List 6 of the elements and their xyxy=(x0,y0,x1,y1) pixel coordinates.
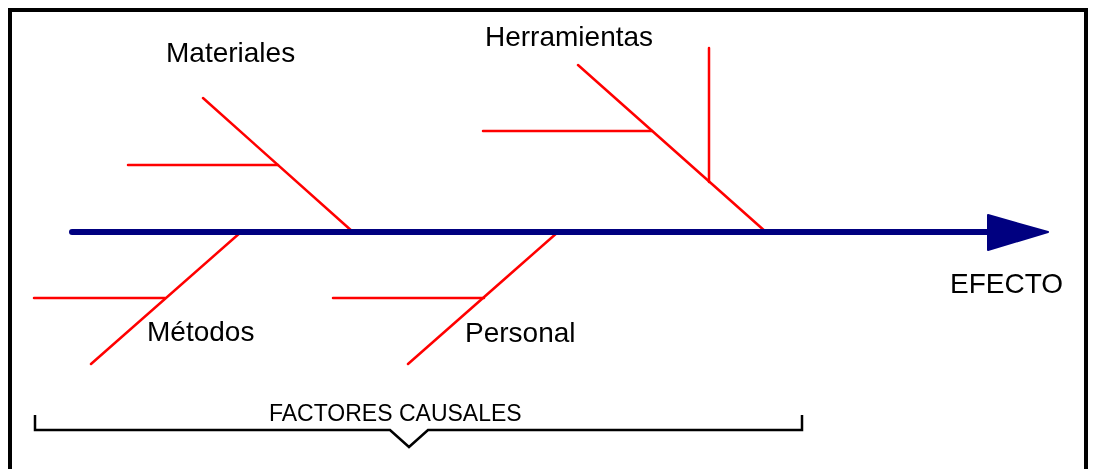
category-label: Métodos xyxy=(147,316,255,349)
category-label: Herramientas xyxy=(485,21,654,54)
bracket-label: FACTORES CAUSALES xyxy=(269,400,522,427)
category-label: Personal xyxy=(465,317,576,350)
effect-label: EFECTO xyxy=(950,268,1064,301)
category-label: Materiales xyxy=(166,37,296,70)
